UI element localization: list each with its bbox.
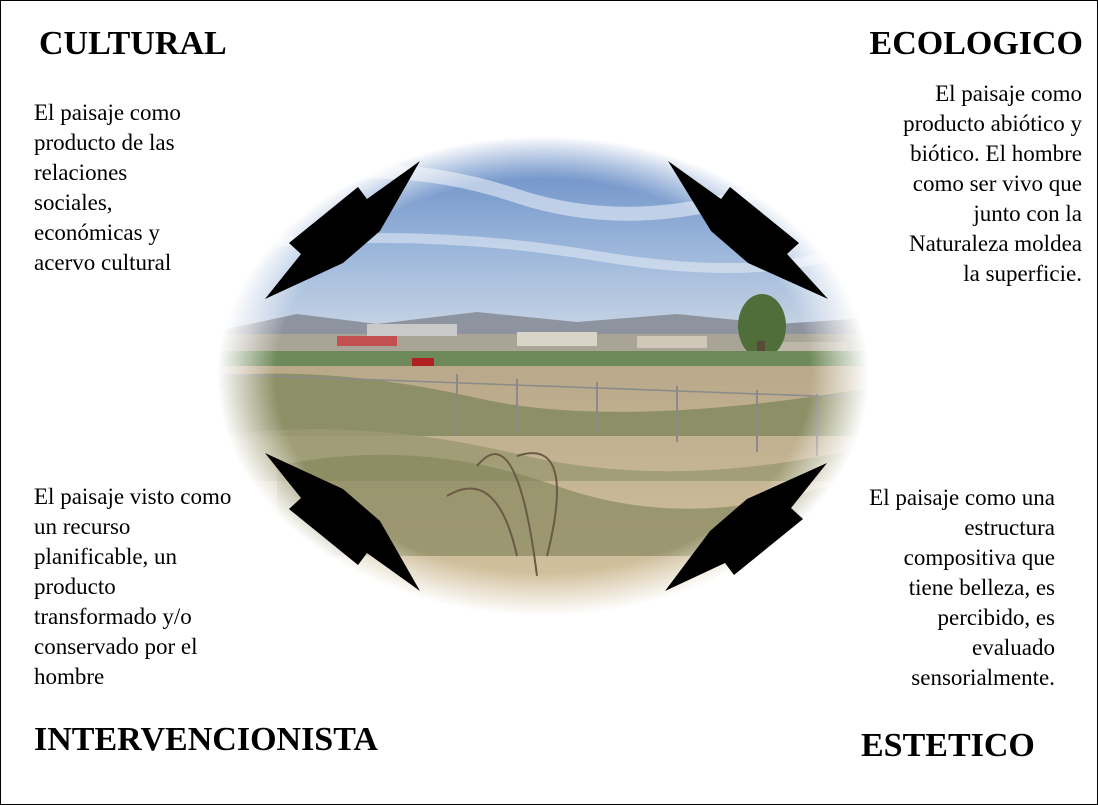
ecologico-line: producto abiótico y bbox=[903, 111, 1082, 136]
estetico-line: percibido, es bbox=[937, 605, 1055, 630]
cultural-line: económicas y bbox=[34, 220, 160, 245]
estetico-line: tiene belleza, es bbox=[908, 575, 1055, 600]
arrow-top-right-icon bbox=[668, 161, 828, 299]
cultural-line: sociales, bbox=[34, 190, 113, 215]
ecologico-line: biótico. El hombre bbox=[910, 141, 1082, 166]
ecologico-line: El paisaje como bbox=[935, 81, 1082, 106]
heading-estetico: ESTETICO bbox=[861, 727, 1035, 764]
estetico-description: El paisaje como una estructura compositi… bbox=[869, 483, 1055, 693]
cultural-description: El paisaje como producto de las relacion… bbox=[34, 98, 181, 278]
intervencionista-line: conservado por el bbox=[34, 634, 198, 659]
heading-cultural: CULTURAL bbox=[39, 25, 227, 62]
estetico-line: compositiva que bbox=[903, 545, 1055, 570]
heading-intervencionista: INTERVENCIONISTA bbox=[34, 721, 378, 758]
ecologico-line: Naturaleza moldea bbox=[908, 231, 1082, 256]
intervencionista-line: hombre bbox=[34, 664, 105, 689]
intervencionista-description: El paisaje visto como un recurso planifi… bbox=[34, 482, 231, 692]
estetico-line: El paisaje como una bbox=[869, 485, 1055, 510]
ecologico-line: junto con la bbox=[973, 201, 1082, 226]
intervencionista-line: producto bbox=[34, 574, 116, 599]
cultural-line: acervo cultural bbox=[34, 250, 172, 275]
cultural-line: relaciones bbox=[34, 160, 128, 185]
intervencionista-line: un recurso bbox=[34, 514, 131, 539]
estetico-line: sensorialmente. bbox=[911, 665, 1055, 690]
heading-ecologico: ECOLOGICO bbox=[869, 25, 1083, 62]
estetico-line: evaluado bbox=[971, 635, 1055, 660]
intervencionista-line: planificable, un bbox=[34, 544, 178, 569]
ecologico-line: la superficie. bbox=[963, 261, 1082, 286]
cultural-line: producto de las bbox=[34, 130, 175, 155]
estetico-line: estructura bbox=[964, 515, 1055, 540]
arrow-bottom-left-icon bbox=[265, 453, 420, 591]
intervencionista-line: El paisaje visto como bbox=[34, 484, 232, 509]
landscape-photo bbox=[217, 136, 869, 616]
arrow-bottom-right-icon bbox=[665, 463, 827, 591]
arrow-top-left-icon bbox=[265, 161, 420, 299]
intervencionista-line: transformado y/o bbox=[34, 604, 192, 629]
cultural-line: El paisaje como bbox=[34, 100, 181, 125]
ecologico-line: como ser vivo que bbox=[912, 171, 1082, 196]
ecologico-description: El paisaje como producto abiótico y biót… bbox=[903, 79, 1082, 289]
